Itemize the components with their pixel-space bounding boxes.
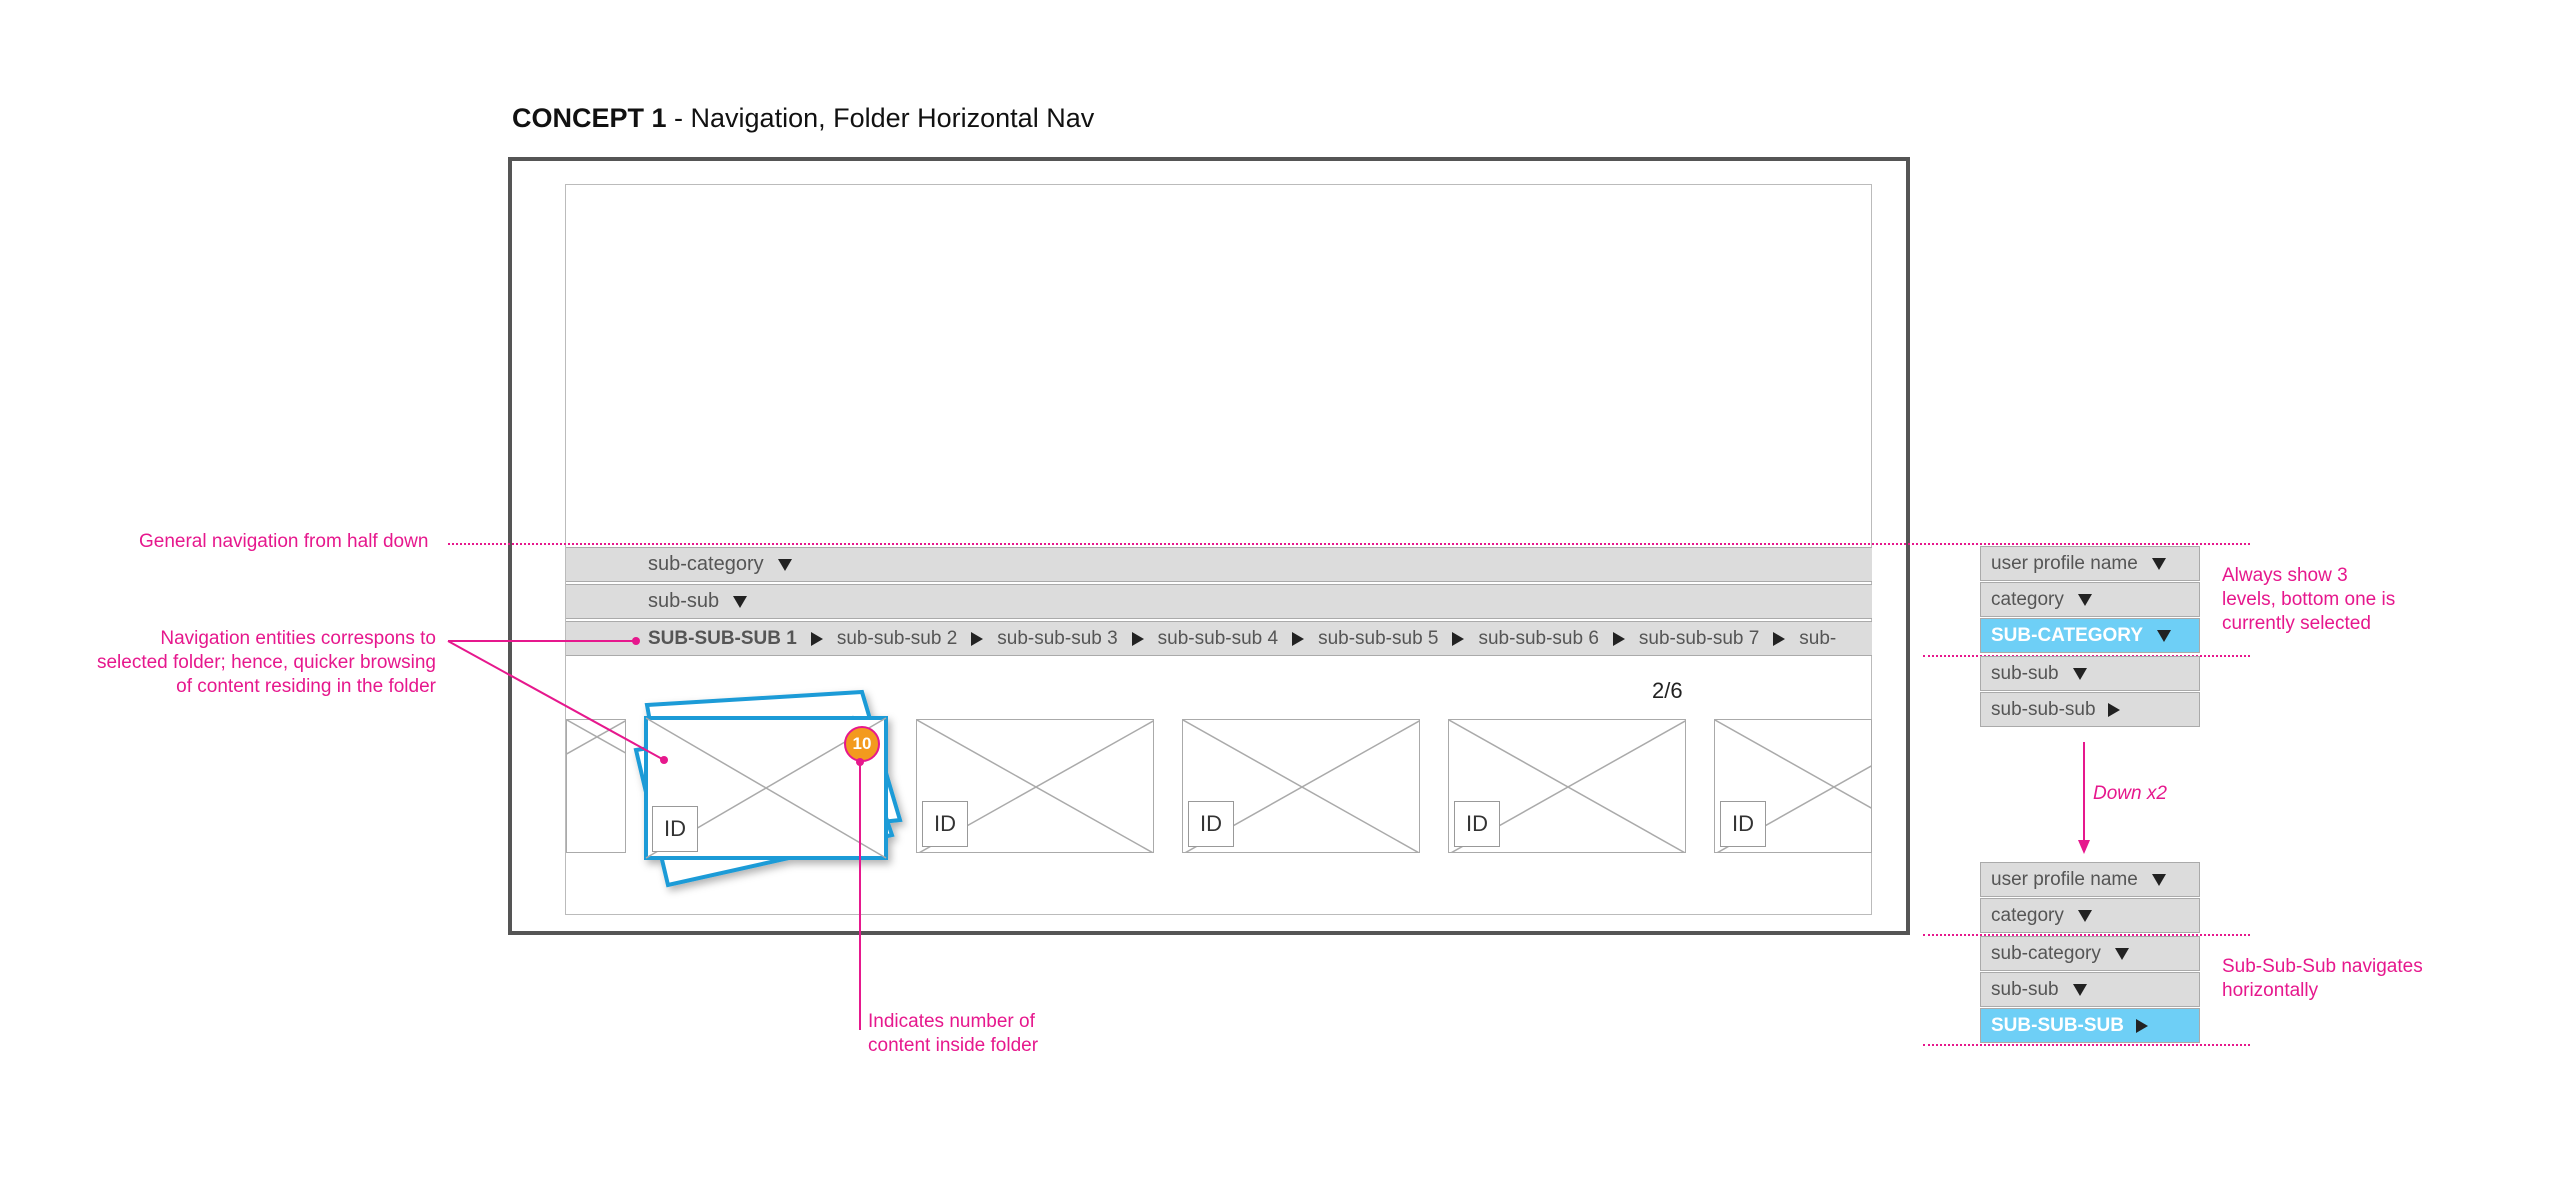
arrow-right-icon (1612, 631, 1625, 646)
id-label: ID (1188, 801, 1234, 847)
annotation-horizontal: Sub-Sub-Sub navigates horizontally (2222, 956, 2423, 1001)
id-label: ID (652, 806, 698, 852)
dropdown-triangle-icon (2157, 629, 2171, 642)
arrow-right-icon (1131, 631, 1144, 646)
id-label: ID (1454, 801, 1500, 847)
nav-row-sub-sub-sub-trail: SUB-SUB-SUB 1 sub-sub-sub 2 sub-sub-sub … (566, 621, 1872, 656)
placeholder-image-icon (567, 720, 625, 755)
trail-item-selected[interactable]: SUB-SUB-SUB 1 (648, 627, 797, 649)
trail-item[interactable]: sub-sub-sub 2 (836, 627, 958, 649)
trail-item[interactable]: sub- (1799, 627, 1837, 649)
dropdown-triangle-icon (2151, 873, 2166, 886)
screen-frame (508, 157, 1910, 935)
guide-line (1923, 934, 2250, 936)
panel-row-sub-category[interactable]: sub-category (1980, 936, 2200, 971)
nav-row-sub-category[interactable]: sub-category (566, 547, 1872, 582)
dropdown-triangle-icon (2072, 667, 2087, 680)
page-indicator: 2/6 (1652, 678, 1683, 703)
panel-row-sub-sub[interactable]: sub-sub (1980, 656, 2200, 691)
thumbnail[interactable]: ID (916, 719, 1154, 853)
arrow-right-icon (810, 631, 823, 646)
panel-row-user-profile[interactable]: user profile name (1980, 862, 2200, 897)
trail-item[interactable]: sub-sub-sub 3 (997, 627, 1118, 649)
guide-line (448, 543, 2250, 545)
panel-row-sub-category-selected[interactable]: SUB-CATEGORY (1980, 618, 2200, 653)
content-count-badge: 10 (844, 726, 880, 762)
dropdown-triangle-icon (2077, 593, 2092, 606)
id-label: ID (922, 801, 968, 847)
nav-label: sub-category (648, 553, 764, 575)
dropdown-triangle-icon (2072, 983, 2087, 996)
dropdown-triangle-icon (2114, 947, 2129, 960)
dropdown-triangle-icon (2151, 557, 2166, 570)
folder-thumbnail[interactable]: ID 10 (632, 689, 912, 890)
guide-line (1923, 1044, 2250, 1046)
trail-item[interactable]: sub-sub-sub 4 (1157, 627, 1279, 649)
thumbnail[interactable]: ID (1448, 719, 1686, 853)
panel-row-sub-sub[interactable]: sub-sub (1980, 972, 2200, 1007)
nav-row-sub-sub[interactable]: sub-sub (566, 584, 1872, 619)
annotation-nav-entities: Navigation entities correspons to select… (96, 628, 436, 697)
arrow-right-icon (1292, 631, 1305, 646)
arrow-right-icon (1773, 631, 1786, 646)
nav-label: sub-sub (648, 590, 720, 612)
id-label: ID (1720, 801, 1766, 847)
arrow-right-icon (971, 631, 984, 646)
panel-row-sub-sub-sub-selected[interactable]: SUB-SUB-SUB (1980, 1008, 2200, 1043)
trail-item[interactable]: sub-sub-sub 7 (1638, 627, 1760, 649)
annotation-general-nav: General navigation from half down (139, 531, 429, 552)
panel-row-category[interactable]: category (1980, 582, 2200, 617)
annotation-down: Down x2 (2093, 783, 2167, 804)
thumbnail-partial[interactable]: ID (1714, 719, 1872, 853)
dropdown-triangle-icon (777, 558, 792, 571)
panel-row-sub-sub-sub[interactable]: sub-sub-sub (1980, 692, 2200, 727)
trail-item[interactable]: sub-sub-sub 5 (1318, 627, 1439, 649)
annotation-always-show: Always show 3 levels, bottom one is curr… (2222, 565, 2396, 634)
thumbnail[interactable]: ID (1182, 719, 1420, 853)
arrow-right-icon (1452, 631, 1465, 646)
dropdown-triangle-icon (2077, 909, 2092, 922)
page-title: CONCEPT 1 - Navigation, Folder Horizonta… (512, 103, 1095, 133)
thumbnail-partial[interactable] (566, 719, 626, 853)
panel-row-user-profile[interactable]: user profile name (1980, 546, 2200, 581)
arrow-right-icon (2136, 1018, 2148, 1033)
annotation-count: Indicates number of content inside folde… (868, 1011, 1039, 1056)
panel-row-category[interactable]: category (1980, 898, 2200, 933)
arrow-right-icon (2107, 702, 2120, 717)
trail-item[interactable]: sub-sub-sub 6 (1478, 627, 1599, 649)
dropdown-triangle-icon (733, 595, 748, 608)
